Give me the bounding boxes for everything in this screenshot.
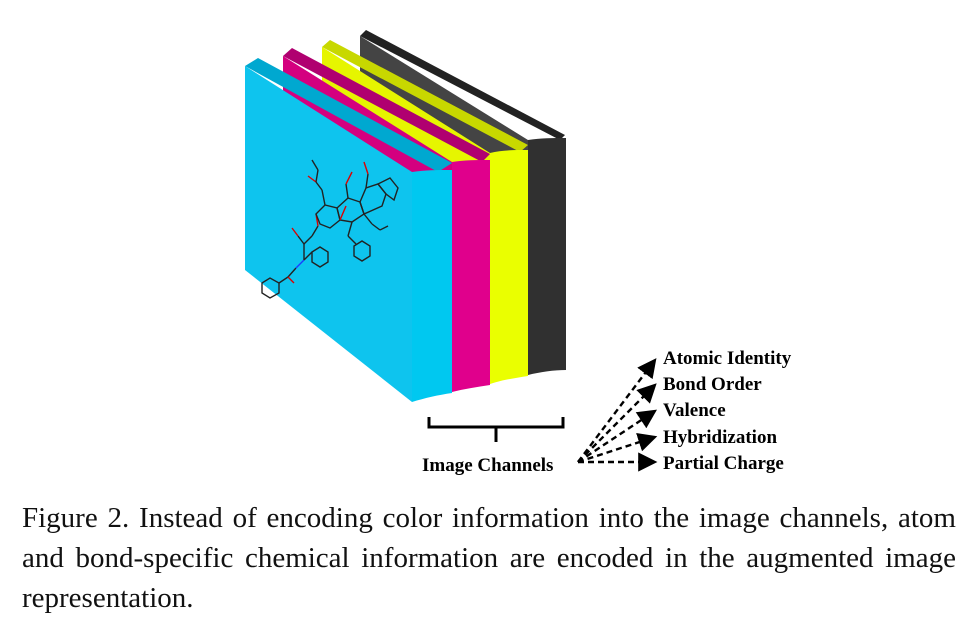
- feature-label-bond-order: Bond Order: [663, 374, 762, 395]
- arrow-atomic-identity: [577, 358, 657, 463]
- arrow-hybridization: [577, 433, 658, 464]
- feature-label-hybridization: Hybridization: [663, 427, 777, 448]
- arrow-bond-order: [577, 383, 657, 463]
- bracket-label: Image Channels: [422, 455, 553, 476]
- channel-layer-1: [245, 58, 452, 402]
- channel-stack-diagram: Image Channels Atomic Identity Bond Orde…: [245, 30, 792, 476]
- feature-label-valence: Valence: [663, 400, 726, 421]
- feature-label-partial-charge: Partial Charge: [663, 453, 784, 474]
- feature-arrows: [577, 358, 658, 472]
- feature-label-atomic-identity: Atomic Identity: [663, 348, 792, 369]
- channel-bracket: [427, 417, 565, 442]
- figure-caption: Figure 2. Instead of encoding color info…: [22, 502, 956, 614]
- molecule-structure-image: [261, 159, 399, 299]
- arrow-valence: [577, 409, 658, 464]
